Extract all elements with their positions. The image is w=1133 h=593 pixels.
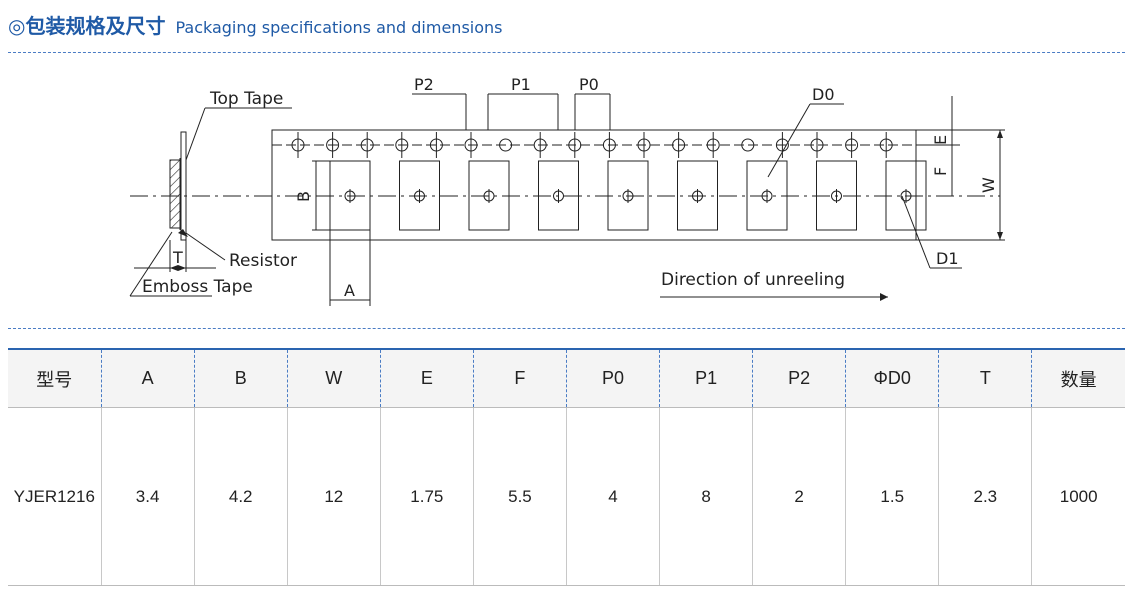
col-b: B [193, 348, 288, 408]
col-w: W [286, 348, 381, 408]
label-resistor: Resistor [229, 251, 297, 271]
pockets [329, 160, 927, 231]
cell-p2: 2 [752, 407, 846, 586]
table-header-row: 型号 A B W E F P0 P1 P2 ΦD0 T 数量 [8, 348, 1125, 408]
col-p0: P0 [565, 348, 660, 408]
label-p2: P2 [414, 75, 434, 94]
label-b: B [294, 191, 313, 202]
header-symbol: ◎ [8, 14, 26, 38]
col-model: 型号 [8, 348, 102, 408]
label-f: F [931, 167, 950, 176]
cell-p1: 8 [659, 407, 753, 586]
cell-a: 3.4 [100, 407, 195, 586]
divider-top [8, 52, 1125, 53]
label-w: W [979, 177, 998, 193]
pocket [329, 160, 371, 231]
divider-middle [8, 328, 1125, 329]
col-t: T [938, 348, 1032, 408]
label-p0: P0 [579, 75, 599, 94]
col-e: E [379, 348, 474, 408]
label-d1: D1 [936, 249, 959, 268]
label-a: A [344, 281, 355, 300]
cell-p0: 4 [565, 407, 660, 586]
label-p1: P1 [511, 75, 531, 94]
side-top-tape [180, 131, 187, 241]
col-p2: P2 [752, 348, 846, 408]
section-header: ◎ 包装规格及尺寸 Packaging specifications and d… [8, 10, 503, 40]
col-f: F [472, 348, 567, 408]
pocket [538, 160, 579, 231]
col-p1: P1 [659, 348, 753, 408]
pocket [468, 160, 510, 231]
pocket [746, 160, 788, 231]
cell-e: 1.75 [379, 407, 474, 586]
label-emboss-tape: Emboss Tape [142, 277, 253, 297]
label-d0: D0 [812, 85, 835, 104]
sprocket-hole [499, 138, 513, 152]
leader-resistor [185, 232, 226, 261]
cell-w: 12 [286, 407, 381, 586]
cell-t: 2.3 [938, 407, 1032, 586]
tape-diagram: Top Tape Resistor Emboss Tape T A B P2 P… [129, 75, 1005, 306]
leader-top-tape [185, 107, 206, 161]
sprocket-hole [741, 138, 755, 152]
col-d0: ΦD0 [845, 348, 939, 408]
pocket [885, 160, 927, 231]
tape-strip [271, 129, 917, 241]
sprocket-holes [291, 132, 893, 158]
leader-emboss [129, 231, 173, 297]
pocket [399, 160, 440, 231]
section-title-cn: 包装规格及尺寸 [25, 14, 166, 38]
pocket [816, 160, 857, 231]
cell-f: 5.5 [472, 407, 567, 586]
pocket [677, 160, 718, 231]
section-title-en: Packaging specifications and dimensions [175, 18, 503, 37]
side-emboss-tape [169, 159, 181, 229]
pocket [607, 160, 649, 231]
label-e: E [931, 135, 950, 145]
col-a: A [100, 348, 195, 408]
label-t: T [172, 248, 183, 267]
spec-table: 型号 A B W E F P0 P1 P2 ΦD0 T 数量 YJER1216 … [8, 348, 1125, 586]
cell-d0: 1.5 [845, 407, 939, 586]
label-top-tape: Top Tape [209, 89, 283, 109]
col-quantity: 数量 [1031, 348, 1125, 408]
cell-b: 4.2 [193, 407, 288, 586]
table-row: YJER1216 3.4 4.2 12 1.75 5.5 4 8 2 1.5 2… [8, 407, 1125, 586]
cell-model: YJER1216 [8, 407, 102, 586]
cell-quantity: 1000 [1031, 407, 1125, 586]
label-direction: Direction of unreeling [661, 270, 845, 290]
